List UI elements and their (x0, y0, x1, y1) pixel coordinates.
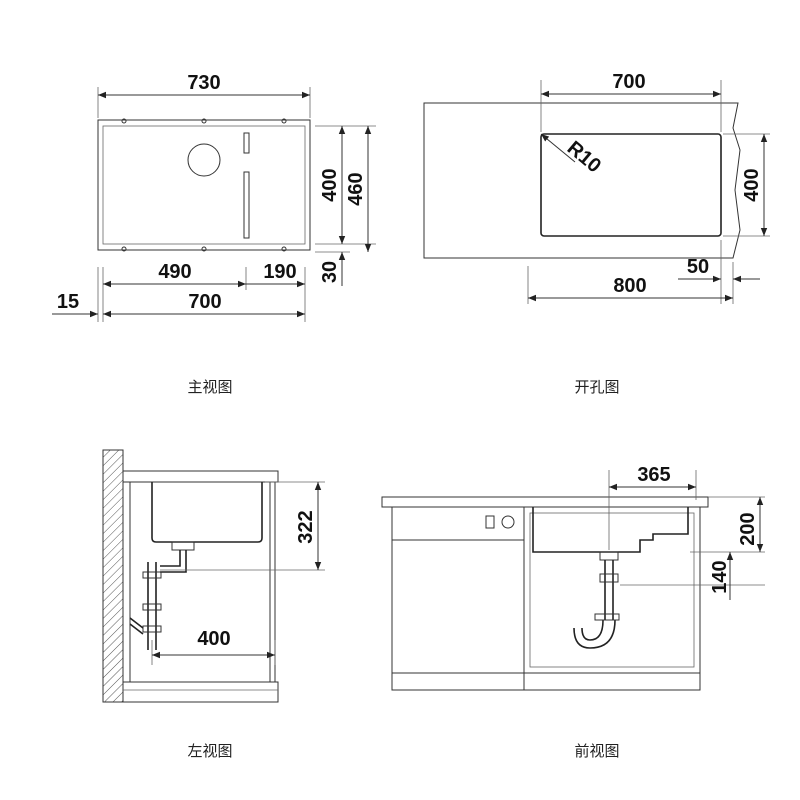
dim-total-width: 730 (187, 72, 220, 94)
cutout-view: R10 700 400 50 800 开孔图 (423, 71, 770, 396)
caption-main-view: 主视图 (187, 378, 232, 396)
divider-slot (243, 171, 250, 239)
countertop (122, 470, 279, 483)
front-view: 365 200 140 前视图 (381, 464, 765, 760)
dim-bowl-depth: 400 (319, 168, 341, 201)
sink-bowl-side (151, 482, 263, 543)
mount-hole (201, 246, 207, 252)
dim-edge-offset: 50 (687, 256, 709, 278)
mount-hole (201, 118, 207, 124)
caption-left-view: 左视图 (187, 742, 232, 760)
countertop-slab (423, 102, 741, 259)
dim-cut-depth: 400 (741, 168, 763, 201)
cutout-rectangle (540, 133, 722, 237)
sink-bowl-front (532, 507, 689, 553)
mount-hole (121, 246, 127, 252)
left-view: 322 400 左视图 (102, 449, 325, 760)
divider-slot (243, 132, 250, 154)
main-view: 730 490 190 700 15 400 460 30 主视图 (52, 72, 376, 396)
mount-hole (281, 118, 287, 124)
sink-inner-rim (102, 125, 306, 245)
dim-drain-distance: 400 (197, 628, 230, 650)
p-trap (581, 619, 604, 641)
sink-cabinet (523, 506, 701, 674)
dim-cabinet-width: 800 (613, 275, 646, 297)
dim-drain-height: 140 (709, 560, 731, 593)
appliance-knob (485, 515, 495, 529)
dim-radius: R10 (563, 137, 605, 177)
dim-bowl-width: 490 (158, 261, 191, 283)
mount-hole (121, 118, 127, 124)
dim-bottom-offset: 30 (319, 261, 341, 283)
dim-drainer-width: 190 (263, 261, 296, 283)
mount-hole (281, 246, 287, 252)
caption-cutout-view: 开孔图 (574, 378, 619, 396)
dim-bowl-height: 322 (295, 510, 317, 543)
wall (102, 449, 124, 703)
plinth (391, 672, 701, 691)
dim-inner-width: 700 (188, 291, 221, 313)
countertop (381, 496, 709, 508)
dim-bowl-depth-front: 200 (737, 512, 759, 545)
appliance-cabinet (391, 506, 525, 674)
drain-hole (187, 143, 221, 177)
appliance-dial (501, 515, 515, 529)
dim-total-depth: 460 (345, 172, 367, 205)
dim-side-offset: 15 (57, 291, 79, 313)
plinth (122, 681, 279, 703)
dim-drain-offset: 365 (637, 464, 670, 486)
dim-cut-width: 700 (612, 71, 645, 93)
caption-front-view: 前视图 (574, 742, 619, 760)
sink-outline (97, 119, 311, 251)
